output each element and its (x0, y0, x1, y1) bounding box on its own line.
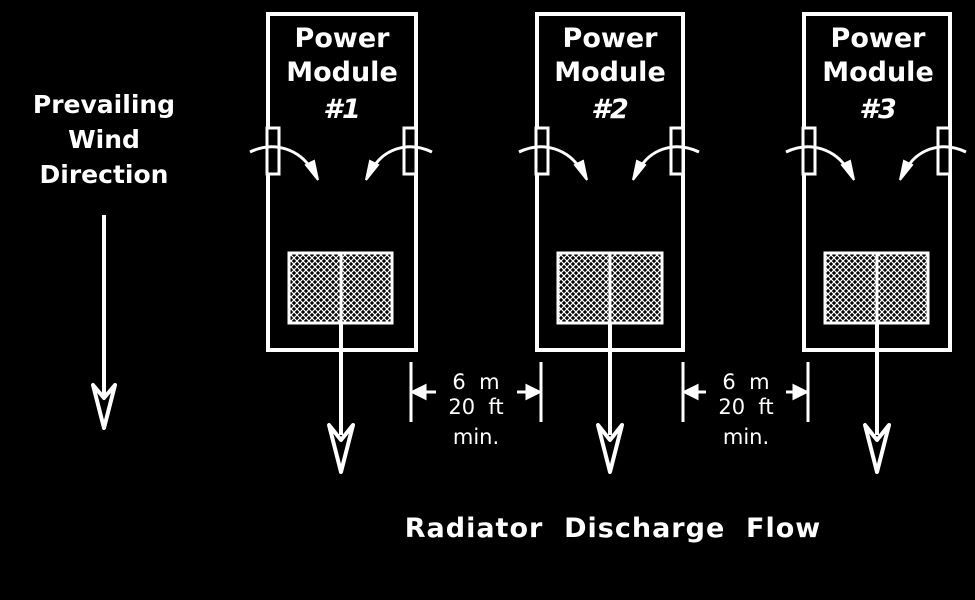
wind-label-line-2: Wind (68, 125, 140, 154)
radiator-grille (287, 251, 394, 325)
module-label-line-2: Module (822, 57, 934, 88)
module-label-line-2: Module (554, 57, 666, 88)
module-label-line-3: #1 (323, 94, 361, 125)
spacing-imperial: 20 ft (448, 395, 503, 419)
wind-label-line-1: Prevailing (33, 90, 175, 119)
air-inlet-left (518, 126, 588, 181)
module-label-line-1: Power (563, 23, 659, 54)
radiator-grille (556, 251, 664, 325)
spacing-imperial: 20 ft (718, 395, 773, 419)
radiator-discharge-arrow (596, 323, 624, 474)
spacing-metric: 6 m (452, 370, 499, 394)
air-inlet-right (899, 126, 967, 181)
air-inlet-left (785, 126, 855, 181)
spacing-note: min. (723, 425, 769, 449)
power-module-2: Power Module #2 (518, 12, 700, 474)
module-label-line-1: Power (295, 23, 391, 54)
wind-direction-arrow (91, 215, 117, 430)
spacing-metric: 6 m (722, 370, 769, 394)
radiator-discharge-flow-label: Radiator Discharge Flow (405, 513, 822, 544)
power-module-3: Power Module #3 (785, 12, 967, 474)
module-label-line-1: Power (831, 23, 927, 54)
wind-direction-label: Prevailing Wind Direction (33, 90, 175, 189)
air-inlet-right (365, 126, 433, 181)
air-inlet-left (249, 126, 319, 181)
spacing-note: min. (453, 425, 499, 449)
module-label-line-2: Module (286, 57, 398, 88)
radiator-discharge-arrow (327, 323, 355, 474)
spacing-dimension-2: 6 m 20 ft min. (681, 362, 810, 449)
module-label-line-3: #3 (859, 94, 897, 125)
wind-label-line-3: Direction (40, 160, 169, 189)
module-label-line-3: #2 (591, 94, 629, 125)
air-inlet-right (632, 126, 700, 181)
radiator-discharge-arrow (863, 323, 891, 474)
radiator-grille (823, 251, 930, 325)
power-module-1: Power Module #1 (249, 12, 433, 474)
spacing-dimension-1: 6 m 20 ft min. (409, 362, 543, 449)
